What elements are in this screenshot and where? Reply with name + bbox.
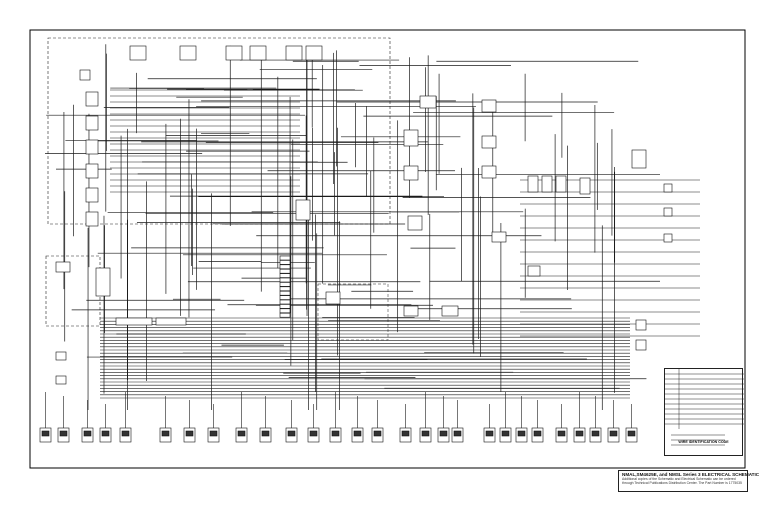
junction-box — [403, 305, 419, 317]
fuse-13 — [279, 308, 291, 314]
connector-pin-block — [83, 430, 92, 437]
bus-bar-2 — [155, 317, 187, 326]
connector-pin-block — [609, 430, 618, 437]
left-plug-b — [55, 375, 67, 385]
right-plug-2 — [663, 207, 673, 217]
connector-pin-block — [41, 430, 50, 437]
left-relay-6 — [85, 211, 99, 227]
junction-box-2 — [441, 305, 459, 317]
fuse-5 — [279, 273, 291, 278]
right-top-module — [631, 149, 647, 169]
drawing-frame — [29, 29, 746, 469]
connector-pin-block — [237, 430, 246, 437]
connector-pin-block — [557, 430, 566, 437]
connector-pin-block — [591, 430, 600, 437]
left-relay-3 — [85, 139, 99, 155]
fuse-1 — [279, 255, 291, 261]
right-plug-5 — [635, 339, 647, 351]
dashed-box-upper-left — [47, 37, 391, 225]
top-module-1 — [129, 45, 147, 61]
right-relay-1 — [481, 99, 497, 113]
connector-pin-block — [331, 430, 340, 437]
left-relay-4 — [85, 163, 99, 179]
right-sensor — [419, 95, 437, 109]
right-switch — [403, 129, 419, 147]
right-relay-3 — [481, 165, 497, 179]
top-module-3 — [225, 45, 243, 61]
connector-pin-block — [485, 430, 494, 437]
wire-table-grid — [665, 369, 744, 446]
fuse-7 — [279, 282, 291, 287]
connector-pin-block — [309, 430, 318, 437]
left-small-box — [79, 69, 91, 81]
connector-pin-block — [421, 430, 430, 437]
inline-connector — [527, 265, 541, 277]
connector-pin-block — [261, 430, 270, 437]
connector-pin-block — [161, 430, 170, 437]
wire-bundle — [45, 44, 700, 428]
connector-pin-block — [517, 430, 526, 437]
fuse-10 — [279, 295, 291, 300]
connector-pin-block — [353, 430, 362, 437]
fuse-3 — [279, 264, 291, 270]
connector-pin-block — [209, 430, 218, 437]
schematic-title: NMAL,SM4625E, and NMSL Series 3 ELECTRIC… — [622, 472, 760, 477]
connector-pin-block — [439, 430, 448, 437]
connector-pin-block — [185, 430, 194, 437]
right-connector-2 — [541, 175, 553, 193]
center-relay — [295, 199, 311, 221]
fuse-9 — [279, 290, 291, 296]
connector-pin-block — [533, 430, 542, 437]
left-plug-a — [55, 351, 67, 361]
component-group — [39, 45, 673, 443]
wire-identification-table: WIRE IDENTIFICATION CODE — [664, 368, 744, 456]
right-switch-2 — [403, 165, 419, 181]
bus-bar-1 — [115, 317, 153, 326]
right-connector-1 — [527, 175, 539, 193]
fuse-6 — [279, 277, 291, 283]
connector-pin-block — [59, 430, 68, 437]
top-module-2 — [179, 45, 197, 61]
left-relay-2 — [85, 115, 99, 131]
right-relay-2 — [481, 135, 497, 149]
fuse-14 — [279, 312, 291, 318]
right-plug-4 — [635, 319, 647, 331]
fuse-2 — [279, 260, 291, 265]
center-junction — [407, 215, 423, 231]
top-module-5 — [285, 45, 303, 61]
module-center — [325, 291, 341, 305]
right-plug-1 — [663, 183, 673, 193]
fuse-8 — [279, 286, 291, 292]
right-connector-4 — [579, 177, 591, 195]
left-relay-5 — [85, 187, 99, 203]
fuse-4 — [279, 268, 291, 274]
dashed-box-left-module — [45, 255, 101, 327]
connector-pin-block — [401, 430, 410, 437]
top-module-4 — [249, 45, 267, 61]
fuse-11 — [279, 299, 291, 305]
connector-pin-block — [101, 430, 110, 437]
connector-pin-block — [627, 430, 636, 437]
connector-pin-block — [575, 430, 584, 437]
wire-table-caption: WIRE IDENTIFICATION CODE — [678, 440, 729, 444]
right-plug-3 — [663, 233, 673, 243]
left-module-relay — [55, 261, 71, 273]
schematic-note: Additional copies of the Schematic and E… — [622, 477, 742, 485]
harness-clip — [491, 231, 507, 243]
connector-pin-block — [287, 430, 296, 437]
connector-pin-block — [121, 430, 130, 437]
left-relay-1 — [85, 91, 99, 107]
top-module-6 — [305, 45, 323, 61]
fuse-12 — [279, 304, 291, 309]
connector-pin-block — [373, 430, 382, 437]
right-connector-3 — [555, 175, 567, 193]
title-block: NMAL,SM4625E, and NMSL Series 3 ELECTRIC… — [618, 470, 760, 492]
dashed-box-center-lower — [317, 283, 389, 341]
left-terminal-strip — [95, 267, 111, 297]
connector-pin-block — [453, 430, 462, 437]
connector-pin-block — [501, 430, 510, 437]
